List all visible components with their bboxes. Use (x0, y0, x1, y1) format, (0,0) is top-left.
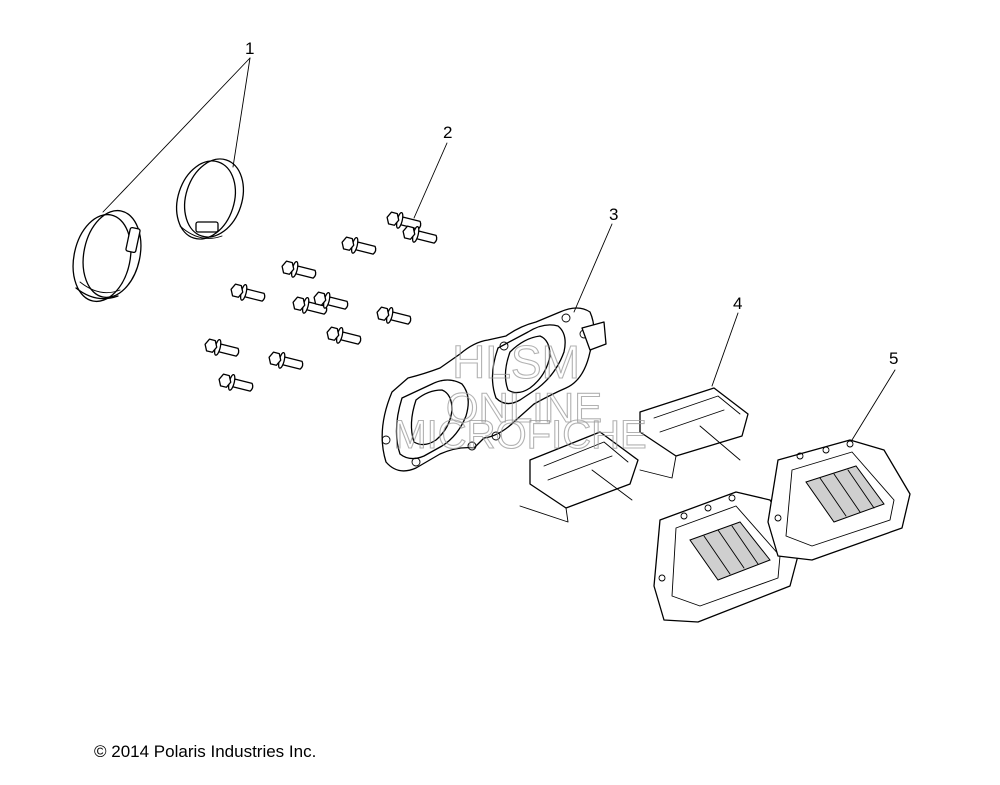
bolt (218, 373, 254, 392)
reed-cage-spacer-plate (381, 307, 607, 472)
reed-stop-upper (639, 387, 749, 479)
callout-1: 1 (245, 39, 254, 58)
callout-2-leader (413, 142, 448, 219)
callout-4: 4 (733, 294, 742, 313)
bolt (341, 236, 377, 255)
bolt (402, 225, 438, 244)
callout-3-leader (573, 223, 613, 313)
reed-cage-right (767, 439, 911, 561)
bolt (313, 291, 349, 310)
callout-5-leader (851, 369, 896, 441)
copyright-notice: © 2014 Polaris Industries Inc. (94, 742, 317, 761)
bolt (376, 306, 412, 325)
watermark-line-2: ONLINE (446, 384, 602, 431)
watermark-line-1: HLSM (452, 336, 580, 388)
bolt (326, 326, 362, 345)
bolt (204, 338, 240, 357)
callout-4-leader (711, 312, 739, 387)
bolt (386, 211, 422, 230)
watermark-line-3: MICROFICHE (393, 413, 646, 457)
callout-5: 5 (889, 349, 898, 368)
callout-1-leaders (102, 57, 251, 213)
watermark: HLSM ONLINE MICROFICHE (393, 335, 647, 457)
reed-stop-lower (519, 431, 639, 523)
bolt (292, 296, 328, 315)
reed-cage-left (653, 491, 801, 623)
bolt (268, 351, 304, 370)
hose-clamp-left (72, 209, 142, 303)
hose-clamp-right (175, 158, 245, 240)
bolt (281, 260, 317, 279)
bolt (230, 283, 266, 302)
callout-2: 2 (443, 123, 452, 142)
callout-3: 3 (609, 205, 618, 224)
bolt-group (204, 211, 438, 392)
